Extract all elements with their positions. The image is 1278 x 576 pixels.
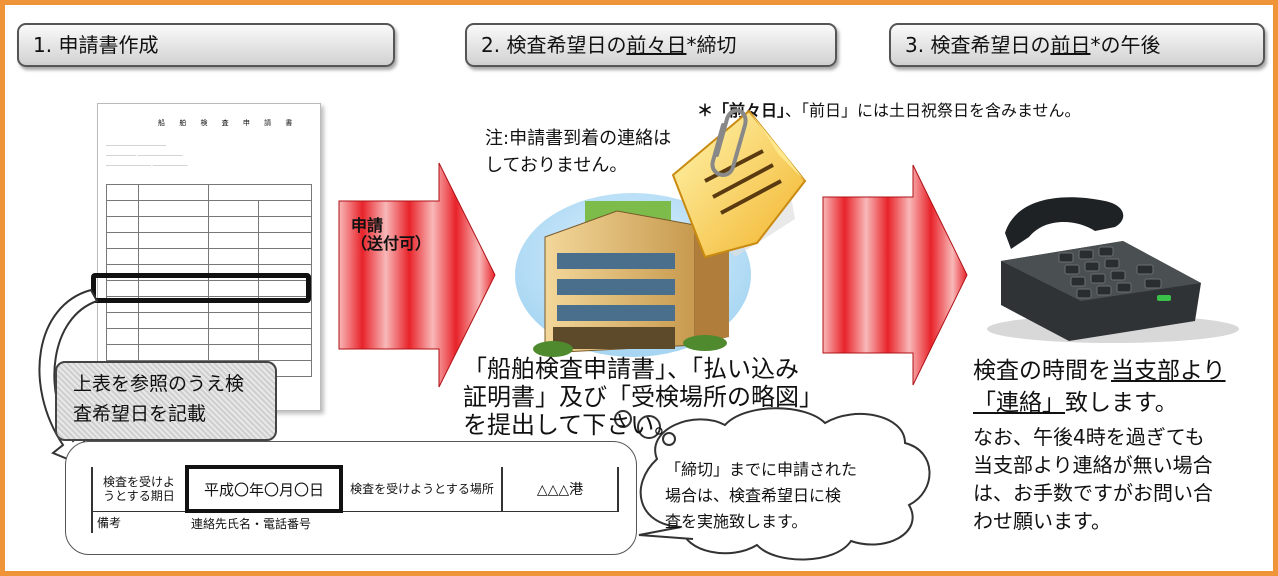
red-arrow-2 (822, 164, 968, 386)
step-2-prefix: 2. 検査希望日の (481, 33, 627, 57)
deadline-callout-line2: 場合は、検査希望日に検 (665, 486, 842, 505)
contact-underline-1: 当支部より (1111, 358, 1226, 384)
place-header-cell: 検査を受けようとする場所 (340, 467, 502, 511)
building-icon (515, 193, 751, 357)
footnote-star: ＊ (697, 101, 714, 120)
date-field-highlight (91, 273, 311, 303)
arrival-note: 注:申請書到着の連絡は しておりません。 (485, 125, 671, 179)
form-doc-title: 船 舶 検 査 申 請 書 (158, 119, 299, 127)
remarks-cell: 備考 (91, 510, 187, 533)
step-2-underlined: 前々日 (626, 33, 687, 57)
place-value-cell: △△△港 (501, 467, 619, 511)
step-1-box: 1. 申請書作成 (17, 23, 395, 67)
date-entry-callout-line1: 上表を参照のうえ検 (73, 373, 245, 395)
contact-underline-2: 「連絡」 (973, 390, 1065, 416)
step-3-box: 3. 検査希望日の前日*の午後 (889, 23, 1265, 67)
step-2-box: 2. 検査希望日の前々日*締切 (465, 23, 837, 67)
contact-followup: なお、午後4時を過ぎても 当支部より連絡が無い場合 は、お手数ですがお問い合 わ… (973, 425, 1213, 533)
arrival-note-line1: 注:申請書到着の連絡は (485, 128, 672, 149)
arrow-1-label-line2: （送付可） (351, 234, 432, 253)
submit-instructions: 「船舶検査申請書」、「払い込み 証明書」及び「受検場所の略図」 を提出して下さい… (463, 355, 823, 439)
date-entry-callout: 上表を参照のうえ検 査希望日を記載 (55, 361, 277, 441)
date-header-cell: 検査を受けよ うとする期日 (91, 467, 187, 511)
step-1-label: 1. 申請書作成 (33, 33, 159, 57)
application-form-image: 船 舶 検 査 申 請 書 ＿＿＿＿＿＿＿＿＿＿＿＿ ＿＿＿＿＿＿ ＿＿＿＿＿＿… (97, 103, 321, 411)
cloud-callout-shape (614, 407, 931, 561)
clipped-document-icon (671, 108, 807, 259)
red-arrow-1 (338, 162, 496, 388)
arrival-note-line2: しておりません。 (485, 155, 628, 176)
step-2-suffix: *締切 (686, 33, 737, 57)
inspection-request-table: 検査を受けよ うとする期日 平成〇年〇月〇日 検査を受けようとする場所 △△△港… (91, 465, 619, 533)
submit-line3: を提出して下さい。 (463, 411, 679, 439)
date-entry-callout-line2: 査希望日を記載 (73, 403, 207, 425)
step-3-prefix: 3. 検査希望日の (905, 33, 1051, 57)
step-3-underlined: 前日 (1050, 33, 1091, 57)
date-value-cell: 平成〇年〇月〇日 (185, 465, 343, 513)
submit-line2: 証明書」及び「受検場所の略図」 (463, 383, 823, 411)
arrow-1-label: 申請 （送付可） (351, 217, 431, 253)
footnote-rest: 、「前日」には土日祝祭日を含みません。 (785, 101, 1081, 120)
graphics-layer (38, 108, 1239, 561)
submit-line1: 「船舶検査申請書」、「払い込み (463, 355, 799, 383)
contact-cell: 連絡先氏名・電話番号 (187, 510, 618, 533)
arrow-1-label-line1: 申請 (351, 216, 384, 235)
telephone-icon (987, 197, 1239, 343)
step-3-suffix: *の午後 (1090, 33, 1161, 57)
deadline-callout-line3: 査を実施致します。 (665, 512, 808, 531)
deadline-callout: 「締切」までに申請された 場合は、検査希望日に検 査を実施致します。 (665, 457, 857, 535)
contact-instructions: 検査の時間を当支部より 「連絡」致します。 (973, 358, 1226, 416)
deadline-callout-line1: 「締切」までに申請された (665, 460, 858, 479)
